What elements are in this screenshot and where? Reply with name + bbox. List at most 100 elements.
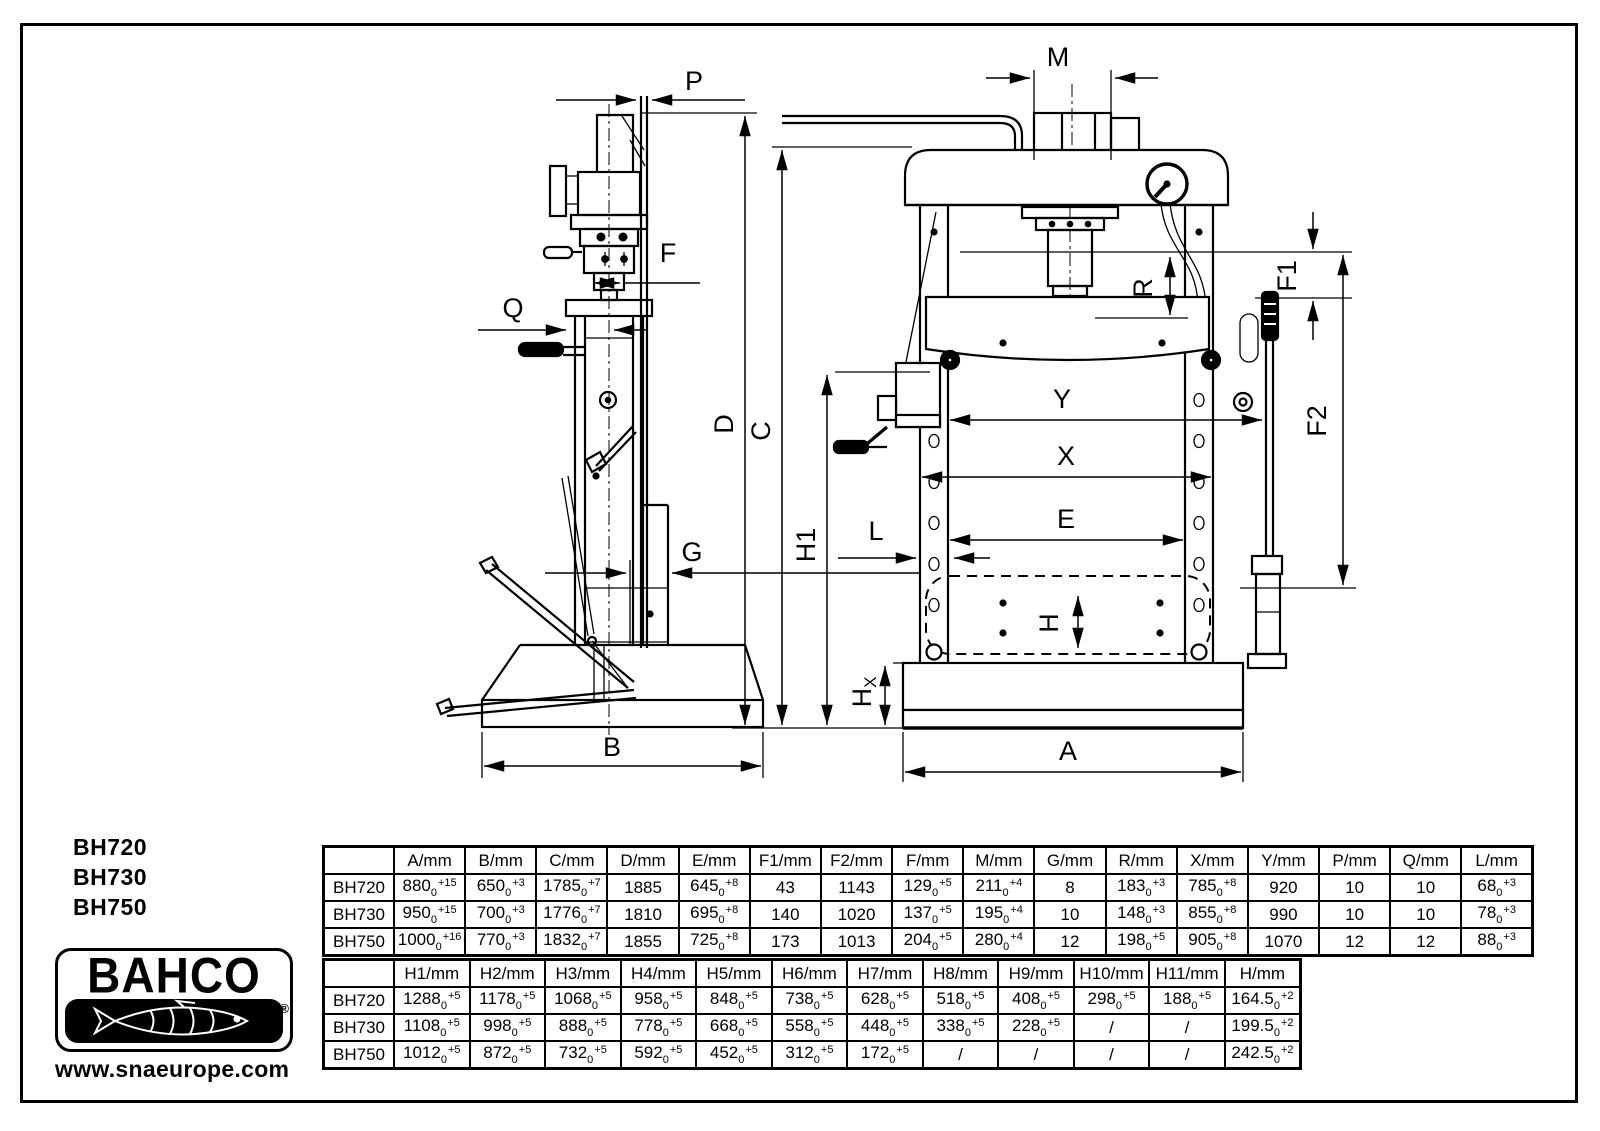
- registered-mark: ®: [279, 1001, 289, 1016]
- col-header: R/mm: [1104, 845, 1178, 875]
- dim-value-cell: 6680+5: [695, 1013, 773, 1042]
- dim-value-cell: 140: [748, 900, 822, 929]
- dim-label-b: B: [603, 732, 621, 762]
- col-header: C/mm: [535, 845, 609, 875]
- base-front: [901, 661, 1245, 730]
- dim-value-cell: /: [1072, 1013, 1151, 1042]
- upper-bolster: [924, 295, 1211, 362]
- model-name: BH720: [73, 834, 148, 860]
- dim-value-cell: 10: [1389, 873, 1463, 902]
- dim-value-cell: 7780+5: [619, 1013, 698, 1042]
- dim-value-cell: 1950+4: [962, 900, 1036, 929]
- dim-value-cell: 7320+5: [544, 1040, 622, 1070]
- col-header: F2/mm: [819, 845, 894, 875]
- col-header: H10/mm: [1072, 958, 1151, 988]
- bahco-logo: BAHCO ®: [55, 948, 293, 1052]
- dim-value-cell: 10: [1318, 900, 1392, 929]
- dim-value-cell: 1480+3: [1104, 900, 1178, 929]
- dim-value-cell: 12: [1033, 927, 1107, 957]
- dim-value-cell: /: [1148, 1040, 1226, 1070]
- row-header-model: BH720: [322, 986, 395, 1015]
- dim-value-cell: /: [1072, 1040, 1151, 1070]
- col-header: H2/mm: [468, 958, 547, 988]
- dim-value-cell: 1013: [819, 927, 894, 957]
- page-border: [20, 23, 1578, 1103]
- dim-value-cell: 1370+5: [891, 900, 965, 929]
- brand-wordmark: BAHCO: [87, 946, 261, 1004]
- dim-value-cell: 1980+5: [1104, 927, 1178, 957]
- col-header: [322, 845, 395, 875]
- col-header: H11/mm: [1148, 958, 1226, 988]
- dim-label-g: G: [681, 537, 702, 567]
- col-header: H3/mm: [544, 958, 622, 988]
- dimension-labels: P F Q G B M D C H1 HX A L E X Y H R F1 F…: [502, 42, 1332, 766]
- dim-value-cell: 12: [1318, 927, 1392, 957]
- dim-value-cell: 5580+5: [770, 1013, 849, 1042]
- dim-value-cell: 199.50+2: [1223, 1013, 1302, 1042]
- front-view: [782, 84, 1288, 730]
- dim-value-cell: 242.50+2: [1223, 1040, 1302, 1070]
- col-header: E/mm: [677, 845, 751, 875]
- dim-value-cell: 11780+5: [468, 986, 547, 1015]
- dim-value-cell: 1143: [819, 873, 894, 902]
- dim-value-cell: 8: [1033, 873, 1107, 902]
- dim-value-cell: 1290+5: [891, 873, 965, 902]
- technical-drawing: P F Q G B M D C H1 HX A L E X Y H R F1 F…: [435, 42, 1356, 782]
- row-header-model: BH730: [322, 1013, 395, 1042]
- side-view: [435, 96, 765, 735]
- model-list: BH720 BH730 BH750: [73, 832, 147, 922]
- dim-label-hx: HX: [847, 677, 880, 708]
- dim-value-cell: 10000+16: [392, 927, 467, 957]
- dim-value-cell: 1020: [819, 900, 894, 929]
- winch-cable: [905, 211, 937, 363]
- dim-label-a: A: [1059, 736, 1077, 766]
- dim-value-cell: 43: [748, 873, 822, 902]
- dim-value-cell: 11080+5: [393, 1013, 471, 1042]
- col-header: H6/mm: [770, 958, 849, 988]
- dim-value-cell: 9050+8: [1175, 927, 1249, 957]
- dim-value-cell: 3380+5: [921, 1013, 1000, 1042]
- dim-label-f2: F2: [1302, 405, 1332, 437]
- dim-value-cell: 2800+4: [962, 927, 1036, 957]
- fish-icon: [92, 999, 249, 1036]
- dim-value-cell: 10680+5: [544, 986, 622, 1015]
- col-header: L/mm: [1460, 845, 1534, 875]
- website-url: www.snaeurope.com: [55, 1056, 290, 1082]
- model-name: BH730: [73, 864, 148, 890]
- dim-value-cell: 8880+5: [544, 1013, 622, 1042]
- pump-handle-grip: [1260, 290, 1280, 342]
- logo-bar: [65, 999, 283, 1043]
- dim-label-q: Q: [502, 293, 523, 323]
- col-header: H8/mm: [921, 958, 1000, 988]
- dimension-lines: [478, 70, 1356, 782]
- dim-value-cell: 6450+8: [677, 873, 751, 902]
- dim-value-cell: 10: [1318, 873, 1392, 902]
- dim-value-cell: 10: [1389, 900, 1463, 929]
- dim-value-cell: 1810: [606, 900, 680, 929]
- dim-value-cell: 17850+7: [535, 873, 609, 902]
- dim-value-cell: 4520+5: [695, 1040, 773, 1070]
- col-header: F/mm: [891, 845, 965, 875]
- dim-value-cell: 990: [1246, 900, 1321, 929]
- dim-value-cell: 1720+5: [846, 1040, 924, 1070]
- col-header: X/mm: [1175, 845, 1249, 875]
- dim-value-cell: 3120+5: [770, 1040, 849, 1070]
- col-header: H/mm: [1223, 958, 1302, 988]
- model-name: BH750: [73, 894, 148, 920]
- dim-value-cell: /: [1148, 1013, 1226, 1042]
- dim-value-cell: 680+3: [1460, 873, 1534, 902]
- knob-side: [598, 390, 618, 410]
- columns: [918, 205, 1215, 663]
- row-header-model: BH720: [322, 873, 395, 902]
- dim-value-cell: 4080+5: [997, 986, 1075, 1015]
- dim-value-cell: 8550+8: [1175, 900, 1249, 929]
- dim-label-y: Y: [1053, 384, 1071, 414]
- dim-value-cell: 8480+5: [695, 986, 773, 1015]
- winch-handle-side: [517, 341, 565, 358]
- dim-value-cell: 780+3: [1460, 900, 1534, 929]
- dim-value-cell: 2110+4: [962, 873, 1036, 902]
